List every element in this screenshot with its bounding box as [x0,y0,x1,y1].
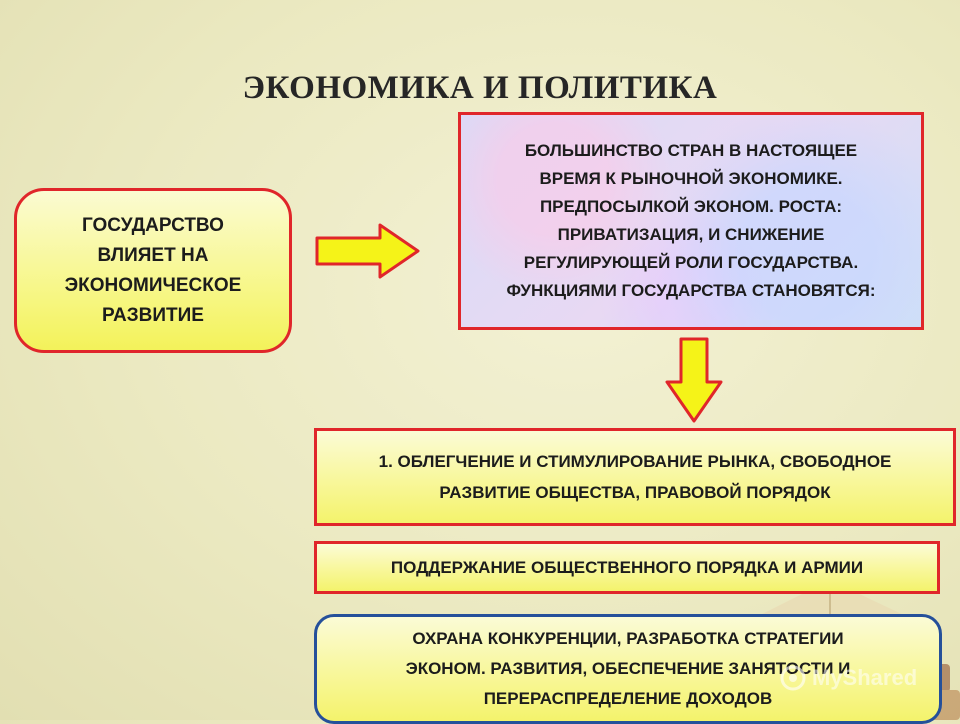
watermark: MyShared [780,664,950,692]
watermark-logo-icon [780,665,806,691]
market-economy-box: БОЛЬШИНСТВО СТРАН В НАСТОЯЩЕЕ ВРЕМЯ К РЫ… [458,112,924,330]
state-influence-box: ГОСУДАРСТВО ВЛИЯЕТ НА ЭКОНОМИЧЕСКОЕ РАЗВ… [14,188,292,353]
function-line: ПОДДЕРЖАНИЕ ОБЩЕСТВЕННОГО ПОРЯДКА И АРМИ… [390,557,864,577]
state-box-line: ГОСУДАРСТВО [82,214,224,236]
function-line: ЭКОНОМ. РАЗВИТИЯ, ОБЕСПЕЧЕНИЕ ЗАНЯТОСТИ … [405,659,851,678]
function-line: ПЕРЕРАСПРЕДЕЛЕНИЕ ДОХОДОВ [483,689,773,708]
majority-box-line: ПРИВАТИЗАЦИЯ, И СНИЖЕНИЕ [557,225,825,244]
watermark-text: MyShared [812,665,918,690]
majority-box-line: ВРЕМЯ К РЫНОЧНОЙ ЭКОНОМИКЕ. [539,169,843,188]
majority-box-line: РЕГУЛИРУЮЩЕЙ РОЛИ ГОСУДАРСТВА. [523,253,859,272]
function-box-order: ПОДДЕРЖАНИЕ ОБЩЕСТВЕННОГО ПОРЯДКА И АРМИ… [314,541,940,594]
majority-box-line: ПРЕДПОСЫЛКОЙ ЭКОНОМ. РОСТА: [539,197,843,216]
down-arrow-icon [665,337,723,423]
right-arrow-icon [315,223,420,279]
function-line: 1. ОБЛЕГЧЕНИЕ И СТИМУЛИРОВАНИЕ РЫНКА, СВ… [378,452,892,471]
state-box-line: ЭКОНОМИЧЕСКОЕ [64,274,242,296]
state-box-line: ВЛИЯЕТ НА [97,244,209,266]
function-box-market: 1. ОБЛЕГЧЕНИЕ И СТИМУЛИРОВАНИЕ РЫНКА, СВ… [314,428,956,526]
function-line: ОХРАНА КОНКУРЕНЦИИ, РАЗРАБОТКА СТРАТЕГИИ [412,629,844,648]
slide-title: ЭКОНОМИКА И ПОЛИТИКА [242,70,718,106]
state-box-line: РАЗВИТИЕ [102,304,204,326]
majority-box-line: ФУНКЦИЯМИ ГОСУДАРСТВА СТАНОВЯТСЯ: [506,281,876,300]
majority-box-line: БОЛЬШИНСТВО СТРАН В НАСТОЯЩЕЕ [524,141,858,160]
function-line: РАЗВИТИЕ ОБЩЕСТВА, ПРАВОВОЙ ПОРЯДОК [439,483,831,502]
